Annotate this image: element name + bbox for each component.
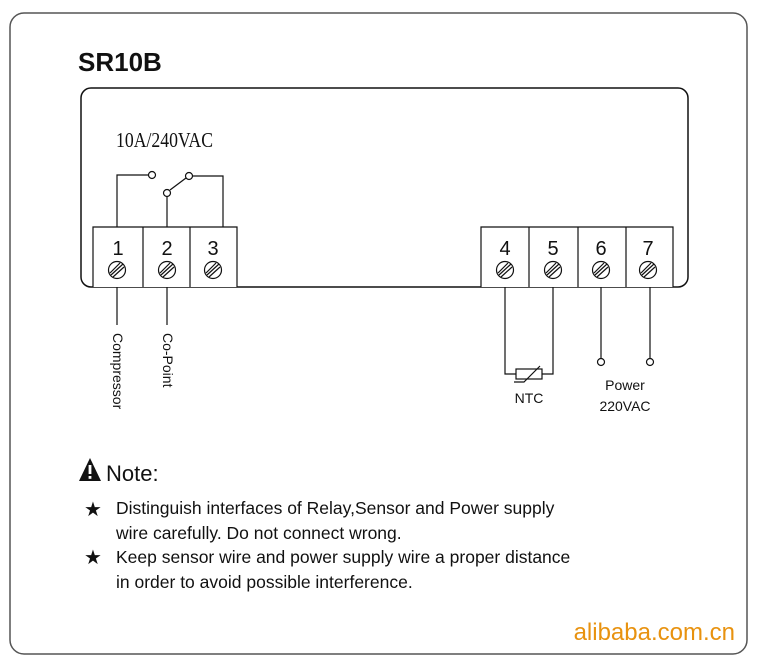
power-label: Power [605,377,645,393]
co-point-label: Co-Point [160,333,176,388]
terminal-2-number: 2 [161,238,172,260]
relay-contact-symbol [116,170,224,227]
power-voltage-label: 220VAC [599,398,650,414]
terminal-6-number: 6 [595,238,606,260]
terminal-4-number: 4 [499,238,510,260]
relay-rating: 10A/240VAC [116,128,213,152]
diagram-title: SR10B [78,47,162,77]
terminal-1-number: 1 [112,238,123,260]
note-2-line-2: in order to avoid possible interference. [116,572,413,592]
terminal-3-number: 3 [207,238,218,260]
power-wiring [596,287,655,367]
ntc-sensor-wiring [504,287,554,383]
note-1-line-1: Distinguish interfaces of Relay,Sensor a… [116,498,555,518]
note-2-line-1: Keep sensor wire and power supply wire a… [116,547,570,567]
compressor-label: Compressor [110,333,126,410]
note-heading: Note: [106,461,159,486]
watermark: alibaba.com.cn [574,619,735,646]
ntc-label: NTC [515,390,544,406]
terminal-7-number: 7 [642,238,653,260]
terminal-6-screw-icon [591,260,611,280]
terminal-1-screw-icon [107,260,127,280]
terminal-5-number: 5 [547,238,558,260]
note-2-star-icon: ★ [84,547,102,569]
warning-icon [79,458,101,481]
thermistor-icon [515,368,543,380]
terminal-block-right [480,226,674,287]
note-1-line-2: wire carefully. Do not connect wrong. [115,523,402,543]
terminal-3-screw-icon [203,260,223,280]
note-1-star-icon: ★ [84,499,102,521]
terminal-5-screw-icon [543,260,563,280]
terminal-2-screw-icon [157,260,177,280]
terminal-4-screw-icon [495,260,515,280]
terminal-block-left [92,226,238,287]
terminal-7-screw-icon [638,260,658,280]
